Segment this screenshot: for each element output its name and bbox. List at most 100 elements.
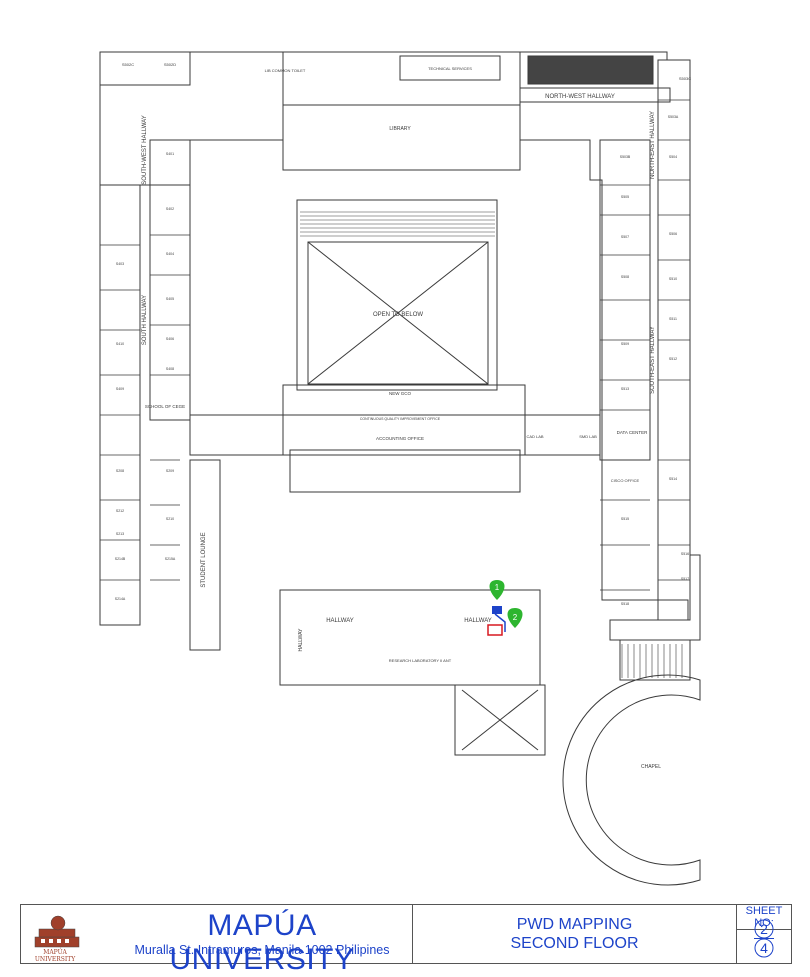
library-label: LIBRARY [389,126,411,132]
ne-hallway-label: NORTH-EAST HALLWAY [650,111,656,179]
chapel-outline [562,674,701,886]
room-s502d: S502D [164,62,176,67]
drawing-title-line2: SECOND FLOOR [510,935,639,952]
data-center-label: DATA CENTER [617,430,649,435]
new-gco-label: NEW GCO [389,391,411,396]
room-s214a: S214A [115,597,126,601]
map-pin-icon[interactable] [507,608,523,628]
west-wing [99,184,141,626]
room-s410: S410 [116,342,124,346]
map-pin-icon[interactable] [489,580,505,600]
sheet-label: SHEET NO: [737,905,791,930]
room-s516: S516 [681,552,689,556]
north-rooms [99,51,191,86]
accounting-label: ACCOUNTING OFFICE [376,436,424,441]
room-s511: S511 [669,317,677,321]
room-s401: S401 [166,152,174,156]
room-s402: S402 [166,207,174,211]
hallway-v-label: HALLWAY [298,628,304,652]
pwd-route [487,606,506,636]
south-offices [289,449,521,493]
student-lounge [189,459,221,651]
sheet-number: 2 4 [754,919,774,958]
route-path [494,613,506,632]
south-hallway-label: SOUTH HALLWAY [142,295,148,345]
room-s506: S506 [669,232,677,236]
room-s215a: S215A [165,557,176,561]
room-s517: S517 [681,577,689,581]
room-s403: S403 [116,262,124,266]
room-s214b: S214B [115,557,126,561]
research-lab-label: RESEARCH LABORATORY II ANT [389,658,452,663]
room-s503c: S503C [679,76,691,81]
room-s212: S212 [116,509,124,513]
room-s515: S515 [621,517,629,521]
tower-cross-b [461,689,539,751]
room-s408: S408 [166,367,174,371]
cisco-office-label: CISCO OFFICE [611,478,640,483]
west-inner-wing [149,139,191,421]
map-pin-1[interactable]: 1 [489,580,505,600]
annex-tower [454,684,546,756]
quality-label: CONTINUOUS QUALITY IMPROVEMENT OFFICE [360,417,441,421]
university-address: Muralla St. Intramuros, Manila 1002 Phil… [134,943,390,957]
hallway-b-label: HALLWAY [464,618,492,624]
university-logo [34,915,80,948]
dark-room [527,55,654,85]
room-s405: S405 [166,297,174,301]
sheet-current: 2 [760,921,768,937]
room-s208: S208 [116,469,124,473]
stairs-hatch [300,211,683,678]
room-s213: S213 [116,532,124,536]
school-cege-label: SCHOOL OF CEGE [145,404,185,409]
floor-plan: S502C S502D LIB COMMON TOILET TECHNICAL … [99,51,701,886]
atrium [296,199,498,391]
room-s514: S514 [669,477,677,481]
cad-lab-label: CAD LAB [526,434,543,439]
room-s406: S406 [166,337,174,341]
room-s518: S518 [621,602,629,606]
south-annex [279,589,541,686]
map-pin-1-label: 1 [495,583,500,592]
room-s510: S510 [669,277,677,281]
room-s505: S505 [621,195,629,199]
drawing-title-cell: PWD MAPPING SECOND FLOOR [413,905,737,963]
open-to-below-label: OPEN TO BELOW [373,312,423,318]
library-block [282,51,521,171]
room-s507: S507 [621,235,629,239]
sheet-cell: SHEET NO: 2 4 [737,905,791,963]
smd-lab-label: SMD LAB [579,434,597,439]
nw-hallway-label: NORTH-WEST HALLWAY [545,94,615,100]
technical-services [399,55,501,81]
room-s503b: S503B [620,155,631,159]
university-cell: MAPÚA UNIVERSITY MAPÚA UNIVERSITY Murall… [21,905,413,976]
east-room-dividers [600,99,690,591]
se-hallway-label: SOUTH-EAST HALLWAY [650,326,656,394]
drawing-title-line1: PWD MAPPING [516,916,633,933]
room-s504: S504 [669,155,677,159]
room-s508: S508 [621,275,629,279]
stair-grid [619,639,691,681]
room-s513: S513 [621,387,629,391]
room-s409: S409 [116,387,124,391]
sheet-total: 4 [760,940,768,956]
map-pin-2-label: 2 [513,613,518,622]
room-lib-toilet: LIB COMMON TOILET [265,68,306,73]
room-s404: S404 [166,252,174,256]
room-s512: S512 [669,357,677,361]
atrium-inner [307,241,489,385]
chapel-label: CHAPEL [641,764,661,770]
room-s210: S210 [166,517,174,521]
west-room-dividers [100,184,190,581]
room-s509: S509 [621,342,629,346]
logo-caption: MAPÚA UNIVERSITY [34,949,76,963]
map-pin-2[interactable]: 2 [507,608,523,628]
atrium-cross-b [307,241,489,385]
room-s502c: S502C [122,62,134,67]
title-block: MAPÚA UNIVERSITY MAPÚA UNIVERSITY Murall… [20,904,792,976]
hallway-a-label: HALLWAY [326,618,354,624]
nw-corridor [519,87,671,103]
sw-hallway-label: SOUTH-WEST HALLWAY [142,115,148,184]
ramp-marker [487,624,503,636]
drawing-title: PWD MAPPING SECOND FLOOR [413,915,736,953]
